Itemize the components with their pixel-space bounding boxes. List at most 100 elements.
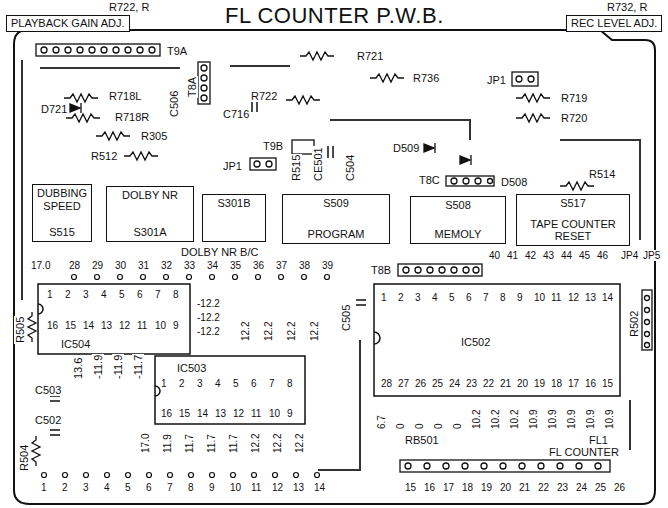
voltage-value: 11.7 <box>228 433 239 454</box>
pin-number: 1 <box>160 378 168 389</box>
pin-number: 7 <box>268 378 276 389</box>
pin-number: 12 <box>271 482 284 493</box>
switch-box: S517TAPE COUNTER RESET <box>516 194 630 246</box>
pin-number: 25 <box>594 482 607 493</box>
part-label: R721 <box>356 50 384 62</box>
pin-number: 7 <box>154 289 162 300</box>
pin-number: 16 <box>160 408 173 419</box>
switch-label: S508 <box>445 199 471 212</box>
pin-number: 1 <box>46 289 54 300</box>
pin-number: 40 <box>488 250 501 261</box>
pin-number: 19 <box>533 378 546 389</box>
part-label: R736 <box>412 72 440 84</box>
pin-number: 31 <box>137 260 150 271</box>
pin-number: 20 <box>516 378 529 389</box>
pin-number: 36 <box>252 260 265 271</box>
ic-outline <box>38 284 620 424</box>
resistor-symbol <box>28 52 594 466</box>
diode-symbol <box>70 103 471 165</box>
voltage-value: 11.7 <box>206 433 217 454</box>
part-label: R514 <box>588 168 616 180</box>
switch-label: S515 <box>49 226 75 239</box>
pin-number: 25 <box>431 378 444 389</box>
part-label: R719 <box>560 92 588 104</box>
pin-number: 18 <box>461 482 474 493</box>
pin-number: 10 <box>154 320 167 331</box>
pin-number: 15 <box>64 320 77 331</box>
voltage-value: 11.9 <box>162 433 173 454</box>
pin-number: 16 <box>46 320 59 331</box>
part-label: R515 <box>290 154 302 182</box>
pin-number: 8 <box>286 378 294 389</box>
part-label: R504 <box>18 444 30 472</box>
pin-number: 37 <box>275 260 288 271</box>
part-label: IC503 <box>176 362 207 374</box>
adjustment-tag: PLAYBACK GAIN ADJ. <box>6 15 130 32</box>
pin-number: 3 <box>196 378 204 389</box>
pin-number: 28 <box>68 260 81 271</box>
voltage-value: 6.7 <box>376 414 387 430</box>
voltage-value: 10.9 <box>604 409 615 430</box>
part-label: R718L <box>108 90 142 102</box>
pin-number: 38 <box>298 260 311 271</box>
pin-number: 28 <box>380 378 393 389</box>
pin-number: 1 <box>40 482 48 493</box>
part-label: JP1 <box>222 160 243 172</box>
pin-number: 2 <box>178 378 186 389</box>
pin-number: 6 <box>136 289 144 300</box>
pin-number: 10 <box>533 292 546 303</box>
part-label: JP1 <box>486 74 507 86</box>
pin-number: 22 <box>482 378 495 389</box>
voltage-value: 10.2 <box>509 409 520 430</box>
voltage-value: -12.2 <box>196 326 221 337</box>
voltage-value: 10.9 <box>547 409 558 430</box>
voltage-value: -11.7 <box>132 354 144 380</box>
part-label: RB501 <box>404 434 440 446</box>
voltage-value: 12.2 <box>309 321 320 342</box>
pin-number: 20 <box>499 482 512 493</box>
voltage-value: 10.9 <box>528 409 539 430</box>
part-label: D721 <box>40 103 68 115</box>
part-label: T8C <box>418 174 441 186</box>
part-label: C505 <box>340 304 352 332</box>
part-label: R732, R <box>606 1 648 13</box>
pin-number: 8 <box>187 482 195 493</box>
part-label: D508 <box>500 176 528 188</box>
pin-number: 29 <box>91 260 104 271</box>
switch-box: S301B <box>202 194 266 242</box>
pin-number: 5 <box>118 289 126 300</box>
voltage-value: 12.2 <box>263 321 274 342</box>
part-label: R305 <box>140 130 168 142</box>
pin-number: 4 <box>214 378 222 389</box>
solder-pad <box>42 275 330 478</box>
switch-label: S301B <box>217 197 250 210</box>
voltage-value: 12.2 <box>250 433 261 454</box>
part-label: JP5 <box>642 250 661 261</box>
switch-box: S508MEMOLY <box>410 196 506 244</box>
pin-number: 18 <box>550 378 563 389</box>
pin-number: 0 <box>395 422 406 430</box>
part-label: DOLBY NR B/C <box>180 246 259 258</box>
voltage-value: 17.0 <box>140 433 151 454</box>
switch-label: S509 <box>323 197 349 210</box>
pin-number: 5 <box>232 378 240 389</box>
pin-number: 11 <box>250 408 262 419</box>
pin-number: 14 <box>196 408 209 419</box>
pin-number: 9 <box>172 320 180 331</box>
pin-number: 46 <box>596 250 609 261</box>
part-label: R722 <box>250 90 278 102</box>
part-label: R502 <box>628 310 640 338</box>
pin-number: 3 <box>82 482 90 493</box>
pin-number: 33 <box>183 260 196 271</box>
switch-label: REC LEVEL ADJ. <box>571 17 657 30</box>
pin-number: 17 <box>567 378 580 389</box>
pin-number: 16 <box>584 378 597 389</box>
part-label: IC504 <box>60 338 91 350</box>
pin-number: 11 <box>250 482 262 493</box>
switch-label: TAPE COUNTER RESET <box>520 218 626 243</box>
part-label: R505 <box>14 316 26 344</box>
pin-number: 24 <box>575 482 588 493</box>
switch-label: PLAYBACK GAIN ADJ. <box>11 17 125 30</box>
pin-number: 0 <box>452 422 463 430</box>
pin-number: 9 <box>516 292 524 303</box>
